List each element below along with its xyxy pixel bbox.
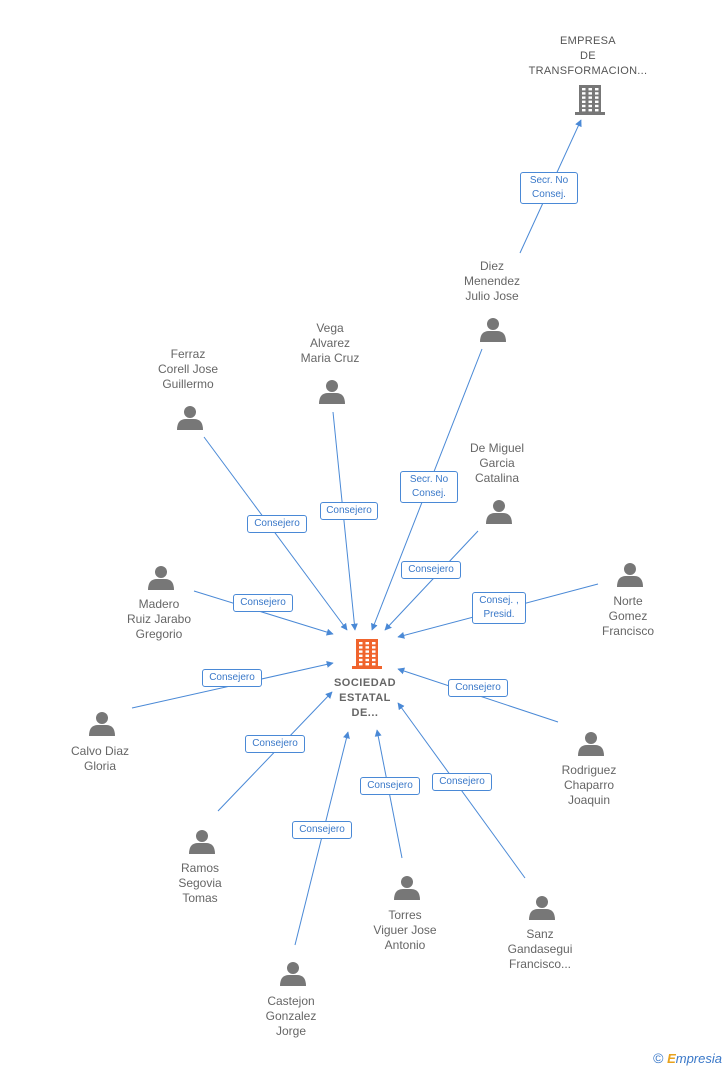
person-icon[interactable]	[529, 896, 555, 920]
person-icon[interactable]	[89, 712, 115, 736]
person-name-demiguel[interactable]: De Miguel Garcia Catalina	[469, 441, 525, 485]
copyright: © Empresia	[653, 1050, 722, 1066]
edge-label-calvo[interactable]: Consejero	[202, 669, 262, 687]
person-icon[interactable]	[189, 830, 215, 854]
main-building-icon[interactable]	[352, 639, 382, 669]
edge-label-castejon[interactable]: Consejero	[292, 821, 352, 839]
top-company-name[interactable]: EMPRESA DE TRANSFORMACION...	[528, 35, 648, 77]
edge-label-demiguel[interactable]: Consejero	[401, 561, 461, 579]
edges	[131, 119, 599, 946]
person-name-vega[interactable]: Vega Alvarez Maria Cruz	[300, 321, 360, 365]
person-name-torres[interactable]: Torres Viguer Jose Antonio	[373, 908, 437, 952]
center-company-name[interactable]: SOCIEDAD ESTATAL DE...	[333, 677, 397, 719]
edge-label-ferraz[interactable]: Consejero	[247, 515, 307, 533]
person-icon[interactable]	[617, 563, 643, 587]
person-name-diez[interactable]: Diez Menendez Julio Jose	[463, 259, 521, 303]
person-name-norte[interactable]: Norte Gomez Francisco	[601, 594, 654, 638]
person-icon[interactable]	[177, 406, 203, 430]
edge-vega	[332, 411, 358, 631]
edge-demiguel	[384, 530, 479, 631]
person-icon[interactable]	[486, 500, 512, 524]
copyright-symbol: ©	[653, 1050, 664, 1066]
person-name-madero[interactable]: Madero Ruiz Jarabo Gregorio	[126, 597, 192, 641]
person-name-sanz[interactable]: Sanz Gandasegui Francisco...	[507, 927, 573, 971]
brand-initial: E	[667, 1051, 676, 1066]
edge-ferraz	[203, 436, 348, 631]
edge-label-madero[interactable]: Consejero	[233, 594, 293, 612]
edge-label-sanz[interactable]: Consejero	[432, 773, 492, 791]
edge-label-diez[interactable]: Secr. No Consej.	[400, 471, 458, 503]
person-icon[interactable]	[148, 566, 174, 590]
brand-name: mpresia	[675, 1051, 722, 1066]
building-icon[interactable]	[575, 85, 605, 115]
edge-label-vega[interactable]: Consejero	[320, 502, 378, 520]
person-icon[interactable]	[319, 380, 345, 404]
person-name-rodriguez[interactable]: Rodriguez Chaparro Joaquin	[561, 763, 617, 807]
person-name-calvo[interactable]: Calvo Diaz Gloria	[70, 744, 130, 773]
edge-label-torres[interactable]: Consejero	[360, 777, 420, 795]
person-name-castejon[interactable]: Castejon Gonzalez Jorge	[265, 994, 317, 1038]
edge-label-ramos[interactable]: Consejero	[245, 735, 305, 753]
edge-label-norte[interactable]: Consej. , Presid.	[472, 592, 526, 624]
person-name-ramos[interactable]: Ramos Segovia Tomas	[178, 861, 222, 905]
person-icon[interactable]	[480, 318, 506, 342]
person-icon[interactable]	[280, 962, 306, 986]
person-icon[interactable]	[578, 732, 604, 756]
person-name-ferraz[interactable]: Ferraz Corell Jose Guillermo	[157, 347, 219, 391]
edge-label-top-company[interactable]: Secr. No Consej.	[520, 172, 578, 204]
edge-label-rodriguez[interactable]: Consejero	[448, 679, 508, 697]
person-icon[interactable]	[394, 876, 420, 900]
edge-madero	[193, 590, 334, 636]
